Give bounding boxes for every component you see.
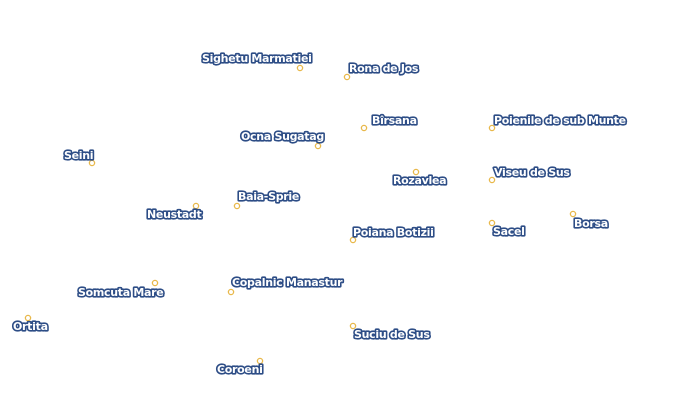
city-marker-viseu-de-sus — [488, 176, 496, 184]
city-marker-ocna-sugatag — [314, 142, 322, 150]
city-label-ortita: Ortita — [13, 320, 48, 333]
city-marker-birsana — [360, 124, 368, 132]
city-marker-poienile-de-sub-munte — [488, 124, 496, 132]
city-label-ocna-sugatag: Ocna Sugatag — [241, 130, 324, 143]
city-label-sacel: Sacel — [493, 225, 525, 238]
city-marker-coroeni — [256, 357, 264, 365]
city-label-suciu-de-sus: Suciu de Sus — [354, 328, 430, 341]
city-marker-rozavlea — [412, 168, 420, 176]
city-label-copalnic-manastur: Copalnic Manastur — [232, 276, 343, 289]
city-marker-copalnic-manastur — [227, 288, 235, 296]
city-label-borsa: Borsa — [574, 217, 608, 230]
city-marker-baia-sprie — [233, 202, 241, 210]
city-marker-sighetu-marmatiei — [296, 64, 304, 72]
city-label-rona-de-jos: Rona de Jos — [349, 62, 419, 75]
city-marker-rona-de-jos — [343, 73, 351, 81]
city-marker-borsa — [569, 210, 577, 218]
city-label-rozavlea: Rozavlea — [393, 174, 446, 187]
city-label-seini: Seini — [64, 149, 93, 162]
city-marker-ortita — [24, 314, 32, 322]
city-marker-poiana-botizii — [349, 236, 357, 244]
city-marker-neustadt — [192, 202, 200, 210]
city-label-neustadt: Neustadt — [147, 208, 202, 221]
city-label-viseu-de-sus: Viseu de Sus — [494, 166, 570, 179]
city-label-birsana: Bîrsana — [372, 114, 417, 127]
city-label-sighetu-marmatiei: Sighetu Marmatiei — [202, 52, 312, 65]
city-marker-somcuta-mare — [151, 279, 159, 287]
city-label-coroeni: Coroeni — [217, 363, 263, 376]
city-marker-sacel — [488, 219, 496, 227]
city-label-poienile-de-sub-munte: Poienile de sub Munte — [494, 114, 626, 127]
city-marker-seini — [88, 159, 96, 167]
city-markers — [24, 64, 577, 365]
city-label-poiana-botizii: Poiana Botizii — [353, 226, 434, 239]
city-marker-suciu-de-sus — [349, 322, 357, 330]
city-label-baia-sprie: Baia-Sprie — [238, 190, 299, 203]
city-label-somcuta-mare: Somcuta Mare — [78, 286, 163, 299]
